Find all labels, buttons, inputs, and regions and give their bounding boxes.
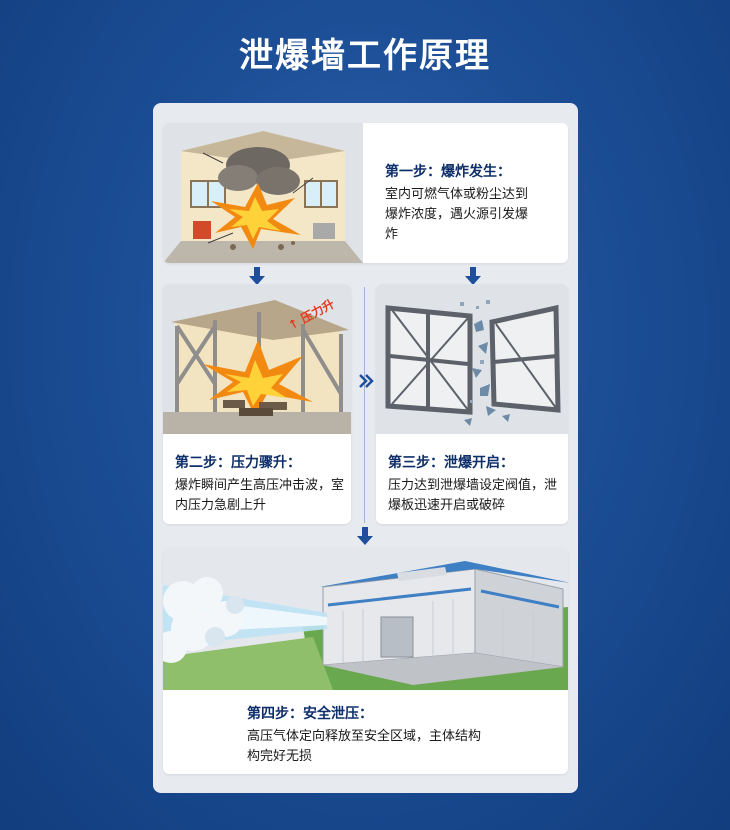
arrow-down-icon xyxy=(465,267,481,285)
step-3-desc: 压力达到泄爆墙设定阀值，泄爆板迅速开启或破碎 xyxy=(388,478,558,513)
arrow-down-icon xyxy=(357,527,373,545)
step-1-card: 第一步：爆炸发生： 室内可燃气体或粉尘达到爆炸浓度，遇火源引发爆炸 xyxy=(163,123,568,263)
explosion-room-illustration xyxy=(163,123,363,263)
divider-line xyxy=(364,287,365,523)
step-4-title: 第四步：安全泄压： xyxy=(247,706,373,722)
pressure-rise-illustration: ↑ 压力升 xyxy=(163,284,351,434)
step-2-card: ↑ 压力升 第二步：压力骤升： 爆炸瞬间产生高压冲击波，室内压力急剧上升 xyxy=(163,284,351,524)
arrow-right-icon xyxy=(359,374,374,388)
step-1-title: 第一步：爆炸发生： xyxy=(385,164,511,180)
step-4-card: 第四步：安全泄压： 高压气体定向释放至安全区域，主体结构构完好无损 xyxy=(163,547,568,774)
step-3-title: 第三步：泄爆开启： xyxy=(388,455,514,471)
step-3-card: 第三步：泄爆开启： 压力达到泄爆墙设定阀值，泄爆板迅速开启或破碎 xyxy=(376,284,568,524)
page-title: 泄爆墙工作原理 xyxy=(239,36,491,76)
step-2-desc: 爆炸瞬间产生高压冲击波，室内压力急剧上升 xyxy=(175,478,345,513)
step-1-desc: 室内可燃气体或粉尘达到爆炸浓度，遇火源引发爆炸 xyxy=(385,187,529,242)
step-4-desc: 高压气体定向释放至安全区域，主体结构构完好无损 xyxy=(247,729,482,764)
safe-release-illustration xyxy=(163,547,568,690)
diagram-panel: 第一步：爆炸发生： 室内可燃气体或粉尘达到爆炸浓度，遇火源引发爆炸 xyxy=(153,103,578,793)
step-2-title: 第二步：压力骤升： xyxy=(175,455,301,471)
vent-panel-illustration xyxy=(376,284,568,434)
arrow-down-icon xyxy=(249,267,265,285)
